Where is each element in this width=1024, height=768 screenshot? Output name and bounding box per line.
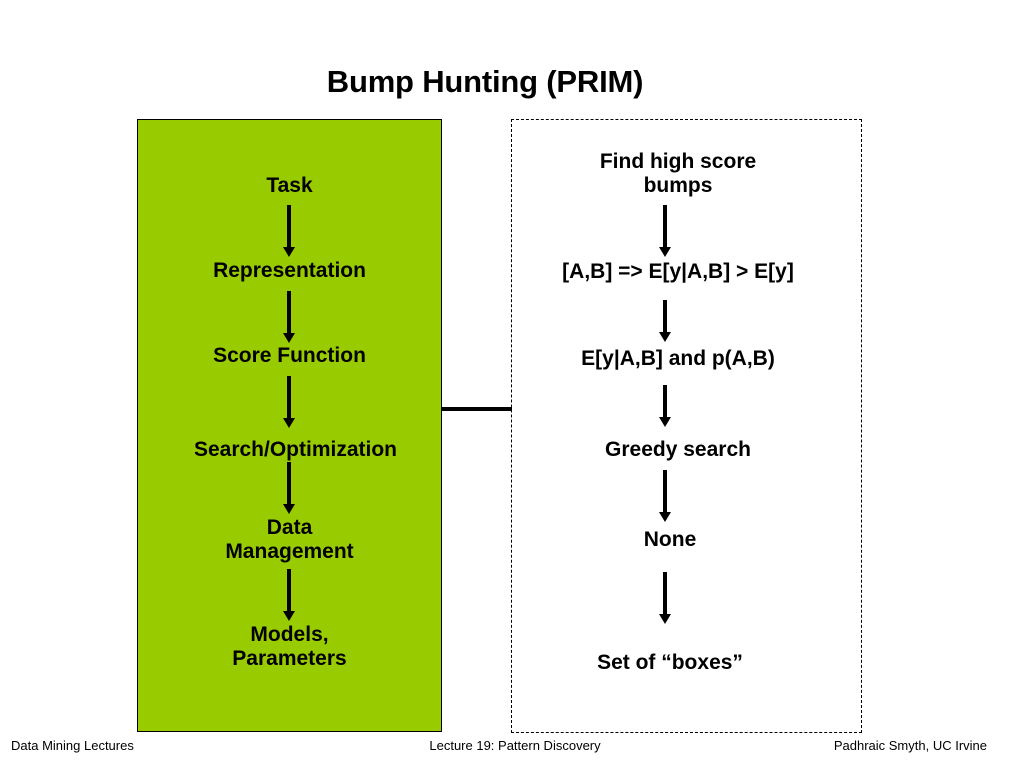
prim-task: Find high score bumps [599,150,757,197]
right-arrow-4 [659,470,671,522]
prim-data-management: None [643,528,697,551]
left-arrow-3 [283,376,295,428]
left-arrow-4 [283,462,295,514]
slide-title: Bump Hunting (PRIM) [326,64,644,99]
left-arrow-2 [283,291,295,343]
prim-score-function: E[y|A,B] and p(A,B) [581,347,775,370]
step-task: Task [266,174,313,197]
step-search-optimization: Search/Optimization [193,438,398,461]
right-arrow-2 [659,300,671,342]
step-models-parameters: Models, Parameters [232,623,347,670]
footer-lecture: Lecture 19: Pattern Discovery [429,738,601,753]
prim-box [511,119,862,733]
prim-models: Set of “boxes” [597,651,743,674]
footer-course: Data Mining Lectures [11,738,134,753]
right-arrow-1 [659,205,671,257]
footer-author: Padhraic Smyth, UC Irvine [833,738,987,753]
prim-representation: [A,B] => E[y|A,B] > E[y] [562,260,794,283]
left-arrow-1 [283,205,295,257]
right-arrow-3 [659,385,671,427]
step-score-function: Score Function [213,344,366,367]
left-arrow-5 [283,569,295,621]
right-arrow-5 [659,572,671,624]
connector-line [442,407,512,411]
step-representation: Representation [213,259,366,282]
prim-search: Greedy search [605,438,751,461]
step-data-management: Data Management [225,516,354,563]
